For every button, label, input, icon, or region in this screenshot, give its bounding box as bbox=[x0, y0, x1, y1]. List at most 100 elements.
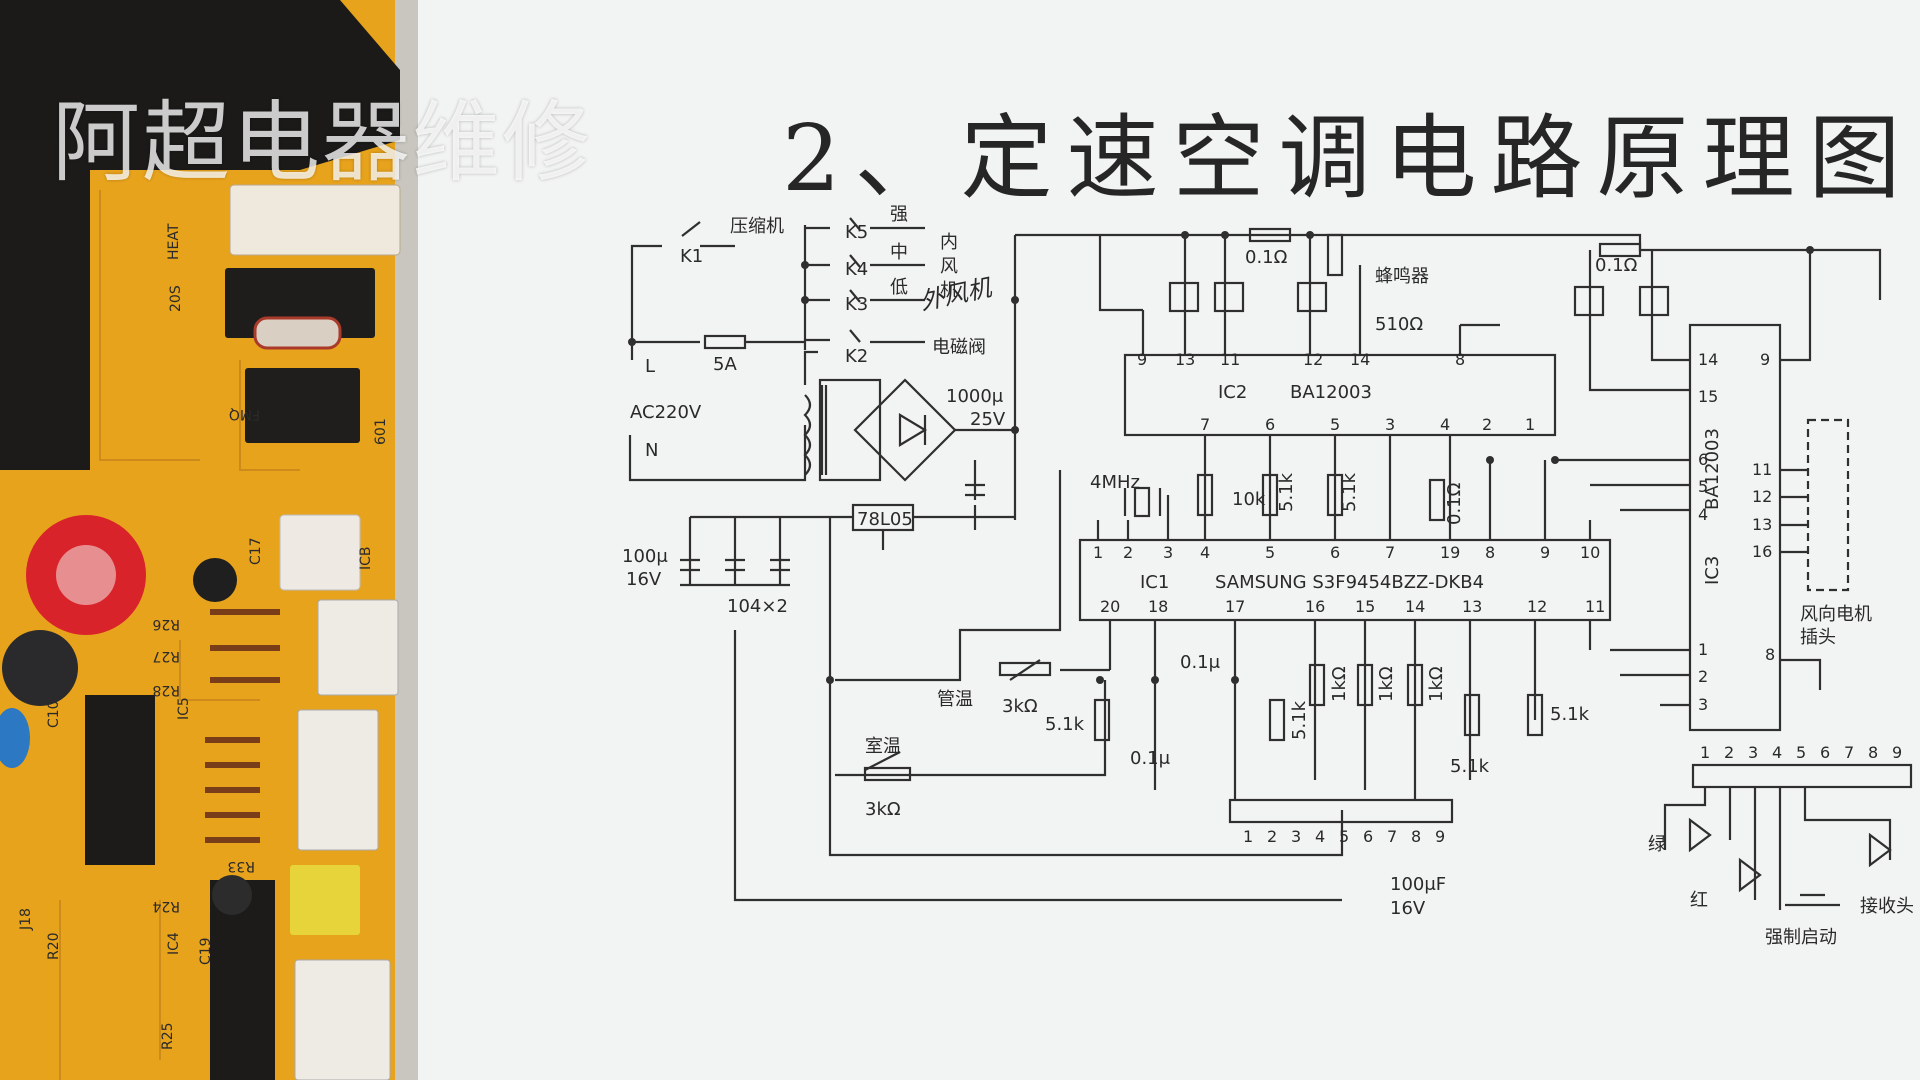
ic1-pin-top-8: 8 bbox=[1485, 543, 1495, 562]
conn-pin-1: 2 bbox=[1267, 827, 1277, 846]
panel-pin-8: 9 bbox=[1892, 743, 1902, 762]
ic1-pin-top-2: 3 bbox=[1163, 543, 1173, 562]
transistor bbox=[193, 558, 237, 602]
conn-pin-0: 1 bbox=[1243, 827, 1253, 846]
ic2-pin-top-0: 9 bbox=[1137, 350, 1147, 369]
ic1-pin-top-1: 2 bbox=[1123, 543, 1133, 562]
label-buzzer: 蜂鸣器 bbox=[1375, 266, 1429, 287]
ic2-pin-top-2: 11 bbox=[1220, 350, 1240, 369]
conn-pin-8: 9 bbox=[1435, 827, 1445, 846]
silk-11: R24 bbox=[152, 898, 180, 914]
silk-6: R27 bbox=[152, 648, 180, 664]
connector-mid bbox=[317, 599, 399, 696]
label-c100uf: 100μF bbox=[1390, 874, 1446, 895]
ic1-pin-bot-2: 17 bbox=[1225, 597, 1245, 616]
pcb-board: HEAT 20S 601 C17 ICB R26 R27 R28 IC5 C10… bbox=[0, 0, 420, 1080]
page-title: 2、定速空调电路原理图 bbox=[782, 105, 1915, 212]
ic1-pin-bot-6: 13 bbox=[1462, 597, 1482, 616]
ic-chip-left bbox=[85, 695, 155, 865]
ic3-pin-r-4: 16 bbox=[1752, 542, 1772, 561]
ic2-pin-bot-4: 4 bbox=[1440, 415, 1450, 434]
label-r51k-c: 5.1k bbox=[1045, 714, 1085, 735]
label-pipe-temp: 管温 bbox=[937, 689, 973, 710]
label-k5: K5 bbox=[845, 222, 868, 243]
label-therm-a: 3kΩ bbox=[1002, 696, 1038, 717]
connector-bottom bbox=[294, 959, 391, 1080]
label-k3: K3 bbox=[845, 294, 868, 315]
panel-pin-3: 4 bbox=[1772, 743, 1782, 762]
connector-lower bbox=[297, 709, 379, 851]
label-medium: 中 bbox=[890, 242, 908, 263]
label-c1000: 1000μ bbox=[946, 386, 1004, 407]
ic2-pin-top-5: 8 bbox=[1455, 350, 1465, 369]
ic2-pin-bot-1: 6 bbox=[1265, 415, 1275, 434]
ic1-pin-top-0: 1 bbox=[1093, 543, 1103, 562]
label-k1: K1 bbox=[680, 246, 703, 267]
ic2-pin-bot-6: 1 bbox=[1525, 415, 1535, 434]
silk-9: C10 bbox=[46, 700, 62, 728]
label-green: 绿 bbox=[1648, 834, 1666, 855]
label-receiver: 接收头 bbox=[1860, 896, 1914, 917]
conn-pin-2: 3 bbox=[1291, 827, 1301, 846]
label-r51k-b: 5.1k bbox=[1339, 472, 1360, 512]
silk-17: J18 bbox=[18, 908, 34, 931]
label-n: N bbox=[645, 440, 658, 461]
ic1-pin-top-3: 4 bbox=[1200, 543, 1210, 562]
board-traces bbox=[59, 190, 300, 1080]
ic3-pin-l-7: 3 bbox=[1698, 695, 1708, 714]
silk-3: C17 bbox=[248, 537, 264, 565]
conn-pin-4: 5 bbox=[1339, 827, 1349, 846]
label-red: 红 bbox=[1690, 890, 1708, 911]
ic2-pin-bot-2: 5 bbox=[1330, 415, 1340, 434]
relay-small bbox=[279, 514, 361, 591]
label-strong: 强 bbox=[890, 204, 908, 225]
label-r1k-c: 1kΩ bbox=[1426, 666, 1447, 702]
panel-pin-7: 8 bbox=[1868, 743, 1878, 762]
label-wind-motor: 风向电机 bbox=[1800, 604, 1872, 625]
panel-pin-6: 7 bbox=[1844, 743, 1854, 762]
ic1-pin-top-6: 7 bbox=[1385, 543, 1395, 562]
label-78l05: 78L05 bbox=[857, 509, 913, 530]
blue-cap bbox=[0, 708, 30, 768]
label-compressor: 压缩机 bbox=[730, 216, 784, 237]
handwritten-note: 外风机 bbox=[917, 273, 994, 316]
label-ic3: IC3 bbox=[1702, 556, 1723, 585]
label-xtal: 4MHz bbox=[1090, 472, 1140, 493]
silk-16: FMQ bbox=[229, 406, 260, 422]
ic2-pin-bot-5: 2 bbox=[1482, 415, 1492, 434]
silk-0: HEAT bbox=[166, 223, 182, 260]
label-k4: K4 bbox=[845, 259, 868, 280]
label-c100uf-v: 16V bbox=[1390, 898, 1426, 919]
label-ic3-name: BA12003 bbox=[1702, 428, 1723, 510]
label-c25v: 25V bbox=[970, 409, 1006, 430]
ic1-box bbox=[1078, 538, 1612, 622]
label-r10k: 10k bbox=[1232, 489, 1266, 510]
panel-pin-0: 1 bbox=[1700, 743, 1710, 762]
ic3-pin-r-5: 8 bbox=[1765, 645, 1775, 664]
schematic-wires bbox=[628, 217, 1913, 910]
label-low: 低 bbox=[890, 277, 908, 298]
ic3-pin-r-1: 11 bbox=[1752, 460, 1772, 479]
label-r51k-d: 5.1k bbox=[1289, 700, 1310, 740]
label-fan-3: 机 bbox=[940, 280, 958, 301]
label-wind-plug: 插头 bbox=[1800, 627, 1836, 648]
resistor-row bbox=[205, 609, 280, 843]
silk-13: C19 bbox=[198, 937, 214, 965]
ic3-pin-l-6: 2 bbox=[1698, 667, 1708, 686]
ic1-pin-top-5: 6 bbox=[1330, 543, 1340, 562]
label-ic2-name: BA12003 bbox=[1290, 382, 1372, 403]
electrolytic-cap bbox=[2, 630, 78, 706]
silk-8: IC5 bbox=[176, 697, 192, 720]
ic2-pin-top-4: 14 bbox=[1350, 350, 1370, 369]
label-room-temp: 室温 bbox=[865, 736, 901, 757]
board-edge bbox=[395, 0, 420, 1080]
ic2-pin-top-3: 12 bbox=[1303, 350, 1323, 369]
silk-5: R26 bbox=[152, 616, 180, 632]
label-r51k-a: 5.1k bbox=[1276, 472, 1297, 512]
label-r510: 510Ω bbox=[1375, 314, 1423, 335]
ic3-pin-l-4: 4 bbox=[1698, 505, 1708, 524]
label-force-start: 强制启动 bbox=[1765, 927, 1837, 948]
silk-12: IC4 bbox=[166, 932, 182, 955]
ic-chip-bottom bbox=[210, 880, 275, 1080]
